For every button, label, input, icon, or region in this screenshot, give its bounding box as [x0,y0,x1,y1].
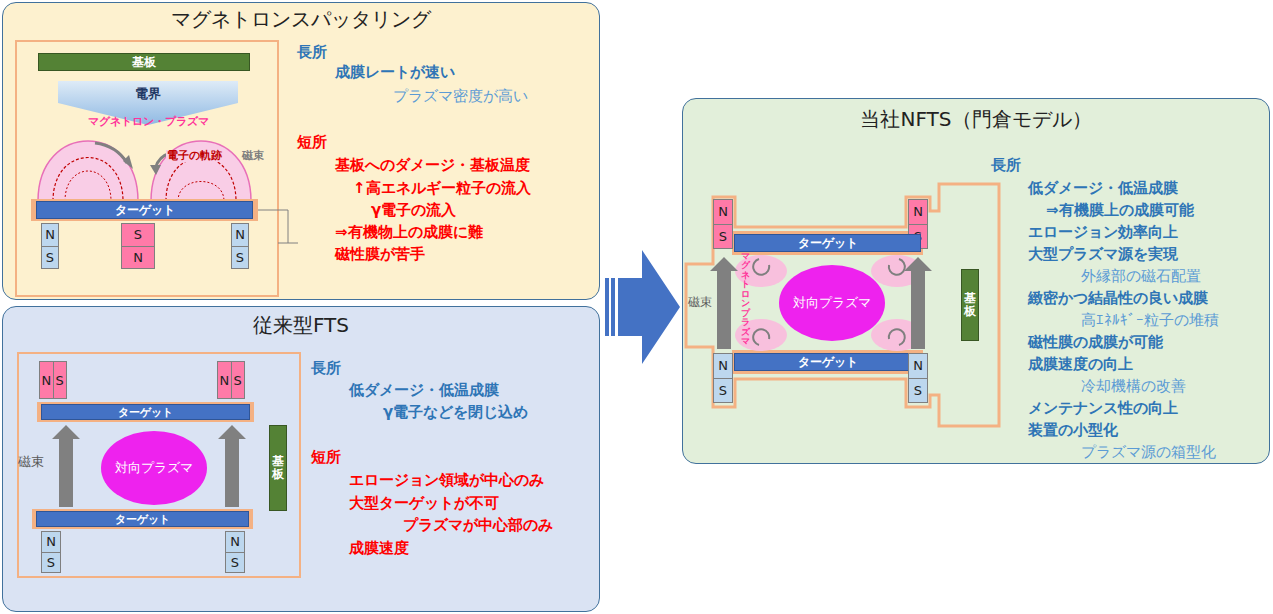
magnet: NS [713,353,733,403]
method-panel: 従来型FTS 長所低ダメージ・低温成膜 γ電子などを閉じ込め短所エロージョン領域が中… [2,306,600,612]
pole-letter: N [40,362,54,398]
pole-letter: N [42,532,60,553]
list-text: 短所 [311,448,341,466]
magnet: NS [39,361,67,399]
box-text: 基板 [964,292,976,318]
list-text: プラズマが中心部のみ [403,516,553,534]
target-bar: ターゲット [36,511,249,527]
list-text: 長所 [991,156,1021,174]
magnet: NS [908,353,928,403]
box-text: 対向プラズマ [793,294,871,312]
box-text: ターゲット [115,202,175,219]
pole-letter: N [42,224,58,247]
target-bar: ターゲット [41,404,250,420]
list-text: 大型プラズマ源を実現 [1028,245,1178,263]
target-bar: ターゲット [734,234,921,252]
list-text: 低ダメージ・低温成膜 [1028,179,1178,197]
list-text: 長所 [311,359,341,377]
list-text: γ電子の流入 [371,201,456,219]
panel-title: 従来型FTS [3,313,599,337]
list-text: エロージョン効率向上 [1028,223,1178,241]
substrate-bar: 基板 [38,53,250,71]
facing-plasma: 対向プラズマ [779,265,885,341]
pole-letter: N [909,200,927,225]
pole-letter: S [232,247,248,269]
pole-letter: N [232,224,248,247]
pole-letter: S [54,362,67,398]
method-panel: マグネトロンスパッタリング長所成膜レートが速いプラズマ密度が高い短所基板へのダメ… [2,2,600,300]
list-text: 緻密かつ結晶性の良い成膜 [1028,289,1208,307]
list-text: ↑高エネルギー粒子の流入 [353,179,531,197]
panel-title: マグネトロンスパッタリング [3,7,599,31]
target-bar: ターゲット [36,201,253,219]
flux-label: 磁束 [18,455,44,469]
pole-letter: S [909,379,927,403]
note-text: 高ｴﾈﾙｷﾞｰ粒子の堆積 [1081,311,1219,329]
box-text: 基板 [132,54,156,71]
list-text: 基板へのダメージ・基板温度 [335,156,530,174]
list-text: 大型ターゲットが不可 [349,494,499,512]
note-text: プラズマ源の箱型化 [1081,443,1216,461]
pole-letter: S [42,247,58,269]
list-text: エロージョン領域が中心のみ [349,471,544,489]
list-text: 短所 [297,133,327,151]
fts-illustration [3,307,601,613]
list-text: 磁性膜が苦手 [335,245,425,263]
pole-letter: S [714,225,732,249]
facing-plasma: 対向プラズマ [101,431,207,505]
pole-letter: S [226,553,244,573]
pole-letter: N [122,247,154,269]
magnet: NS [41,531,61,573]
substrate-bar: 基板 [269,425,287,511]
plasma-label: マグネトロンプラズマ [741,252,750,346]
box-text: ターゲット [118,405,173,420]
list-text: 磁性膜の成膜が可能 [1028,333,1163,351]
list-text: ⇒有機膜上の成膜可能 [1046,201,1194,219]
magnet: SN [121,223,155,269]
pole-letter: N [714,354,732,379]
list-text: 成膜レートが速い [335,63,455,81]
list-text: 成膜速度 [349,539,409,557]
list-text: γ電子などを閉じ込め [383,403,528,421]
box-text: 電界 [135,85,161,103]
pole-letter: N [909,354,927,379]
pole-letter: S [42,553,60,573]
flux-label: 磁束 [688,296,712,309]
panel-title: 当社NFTS（門倉モデル） [683,107,1269,131]
note-text: 外縁部の磁石配置 [1081,267,1201,285]
method-panel: 当社NFTS（門倉モデル） 長所低ダメージ・低温成膜 ⇒有機膜上の成膜可能エロージョ… [682,98,1270,464]
pole-letter: S [232,362,245,398]
box-text: 対向プラズマ [115,459,193,477]
target-bar: ターゲット [734,353,921,371]
list-text: メンテナンス性の向上 [1028,399,1178,417]
list-text: 低ダメージ・低温成膜 [349,381,499,399]
list-text: 長所 [297,43,327,61]
pole-letter: N [714,200,732,225]
list-text: ⇒有機物上の成膜に難 [335,223,483,241]
box-text: 基板 [272,455,284,481]
pole-letter: N [218,362,232,398]
magnet: NS [713,199,733,249]
box-text: ターゲット [115,512,170,527]
pole-letter: S [122,224,154,247]
electron-path-label: 電子の軌跡 [166,150,223,162]
pole-letter: N [226,532,244,553]
box-text: ターゲット [798,235,858,252]
note-text: プラズマ密度が高い [393,87,528,105]
box-text: ターゲット [798,354,858,371]
plasma-label: マグネトロン・プラズマ [88,116,209,128]
pole-letter: S [714,379,732,403]
list-text: 装置の小型化 [1028,421,1118,439]
substrate-bar: 基板 [961,269,979,341]
list-text: 成膜速度の向上 [1028,355,1133,373]
magnet: NS [217,361,245,399]
note-text: 冷却機構の改善 [1081,377,1186,395]
magnet: NS [41,223,59,269]
magnet: NS [225,531,245,573]
magnet: NS [231,223,249,269]
flux-label: 磁束 [242,150,264,162]
